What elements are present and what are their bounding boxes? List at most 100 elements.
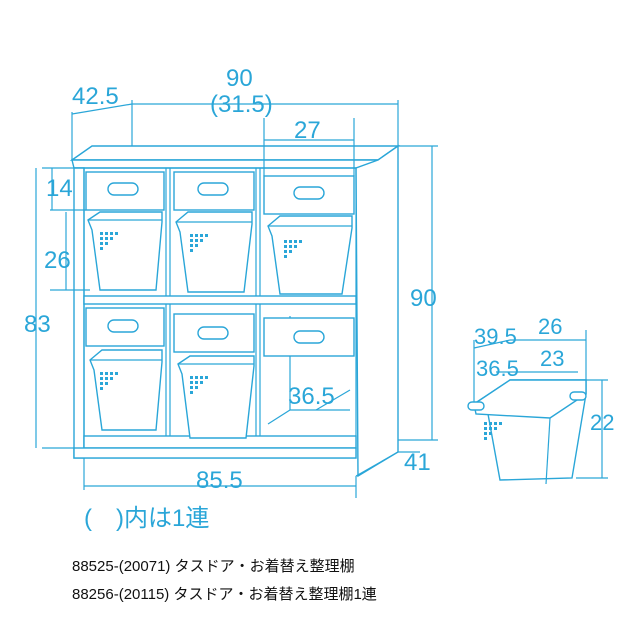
basket-vent-dot xyxy=(190,239,193,242)
basket-vent-dot xyxy=(105,232,108,235)
basket-vent-dot xyxy=(110,237,113,240)
basket-vent-dot xyxy=(489,427,492,430)
basket-vent-dot xyxy=(190,391,193,394)
basket-vent-dot xyxy=(205,376,208,379)
basket-vent-dot xyxy=(484,432,487,435)
basket-vent-dot xyxy=(289,245,292,248)
dimension-lines xyxy=(35,100,608,498)
basket-height-label: 22 xyxy=(590,410,614,435)
drawer-handle-icon xyxy=(197,326,229,340)
drawer-width-label: 27 xyxy=(294,117,321,144)
basket-vent-dot xyxy=(100,232,103,235)
basket-corner xyxy=(545,417,551,485)
basket-vent-dot xyxy=(195,381,198,384)
basket-r2c1 xyxy=(89,349,163,431)
width-inner-label: (31.5) xyxy=(210,91,273,118)
basket-vent-dot xyxy=(195,376,198,379)
basket-vent-dot xyxy=(110,377,113,380)
basket-height-label: 26 xyxy=(44,247,71,274)
basket-vent-dot xyxy=(190,376,193,379)
middle-shelf xyxy=(83,295,357,305)
basket-vent-dot xyxy=(100,372,103,375)
basket-vent-dot xyxy=(195,234,198,237)
basket-vent-dot xyxy=(484,427,487,430)
basket-vent-dot xyxy=(100,237,103,240)
inner-height-label: 83 xyxy=(24,311,51,338)
basket-vent-dot xyxy=(190,381,193,384)
basket-vent-dot xyxy=(484,437,487,440)
open-cell-back xyxy=(267,409,350,425)
basket-r2c2 xyxy=(177,355,255,439)
drawer-handle-icon xyxy=(293,186,325,200)
inner-depth-label: 36.5 xyxy=(288,383,335,410)
basket-vent-dot xyxy=(100,387,103,390)
basket-vent-dot xyxy=(105,242,108,245)
drawers xyxy=(85,171,355,357)
basket-r1c1 xyxy=(87,211,163,291)
cabinet-left-side xyxy=(73,167,85,459)
basket-vent-dot xyxy=(494,422,497,425)
note-text: ( )内は1連 xyxy=(84,505,209,532)
cabinet xyxy=(69,144,401,478)
basket-vent-dot xyxy=(100,242,103,245)
basket-vent-dot xyxy=(110,232,113,235)
basket-vent-dot xyxy=(484,422,487,425)
basket-vent-dot xyxy=(105,372,108,375)
cabinet-top-front xyxy=(71,159,381,169)
drawer-height-label: 14 xyxy=(46,175,73,202)
basket-vent-dot xyxy=(299,240,302,243)
basket-vent-dot xyxy=(200,381,203,384)
basket-vent-dot xyxy=(190,249,193,252)
basket-inner-width-label: 23 xyxy=(540,346,564,371)
basket-handle-icon xyxy=(569,391,587,401)
cabinet-base xyxy=(73,447,357,459)
cabinet-baskets xyxy=(87,211,353,439)
basket-vent-dot xyxy=(284,245,287,248)
basket-vent-dot xyxy=(205,234,208,237)
drawer-handle-icon xyxy=(197,182,229,196)
basket-vent-dot xyxy=(284,255,287,258)
basket-vent-dot xyxy=(190,386,193,389)
depth-label: 42.5 xyxy=(72,83,119,110)
basket-vent-dot xyxy=(100,382,103,385)
basket-vent-dot xyxy=(195,244,198,247)
basket-vent-dot xyxy=(499,422,502,425)
basket-vent-dot xyxy=(115,232,118,235)
bottom-width-label: 85.5 xyxy=(196,467,243,494)
basket-vent-dot xyxy=(494,427,497,430)
basket-vent-dot xyxy=(489,432,492,435)
basket-vent-dot xyxy=(190,234,193,237)
basket-depth-label: 39.5 xyxy=(474,324,517,349)
product-line-2: 88256-(20115) タスドア・お着替え整理棚1連 xyxy=(72,586,377,603)
cabinet-top xyxy=(69,145,401,161)
basket-vent-dot xyxy=(105,237,108,240)
basket-vent-dot xyxy=(190,244,193,247)
basket-vent-dot xyxy=(195,239,198,242)
dimension-labels: 42.5 90 (31.5) 27 14 26 83 90 36.5 85.5 … xyxy=(24,65,614,532)
basket-vent-dot xyxy=(294,245,297,248)
basket-vent-dot xyxy=(115,372,118,375)
basket-vent-dot xyxy=(200,234,203,237)
product-line-1: 88525-(20071) タスドア・お着替え整理棚 xyxy=(72,558,355,575)
basket-vent-dot xyxy=(105,382,108,385)
basket-vent-dot xyxy=(110,372,113,375)
total-height-label: 90 xyxy=(410,285,437,312)
standalone-basket xyxy=(467,379,587,485)
basket-vent-dot xyxy=(105,377,108,380)
basket-r1c2 xyxy=(175,211,253,293)
basket-width-label: 26 xyxy=(538,314,562,339)
basket-vent-dot xyxy=(200,239,203,242)
base-depth-label: 41 xyxy=(404,449,431,476)
basket-r1c3 xyxy=(267,215,353,295)
drawer-handle-icon xyxy=(107,182,139,196)
basket-handle-icon xyxy=(467,401,485,411)
basket-vent-dot xyxy=(294,240,297,243)
basket-inner-depth-label: 36.5 xyxy=(476,356,519,381)
basket-vent-dot xyxy=(195,386,198,389)
drawer-handle-icon xyxy=(107,319,139,333)
basket-vent-dot xyxy=(289,240,292,243)
basket-vent-dot xyxy=(284,250,287,253)
basket-vent-dot xyxy=(200,376,203,379)
basket-vent-dot xyxy=(489,422,492,425)
